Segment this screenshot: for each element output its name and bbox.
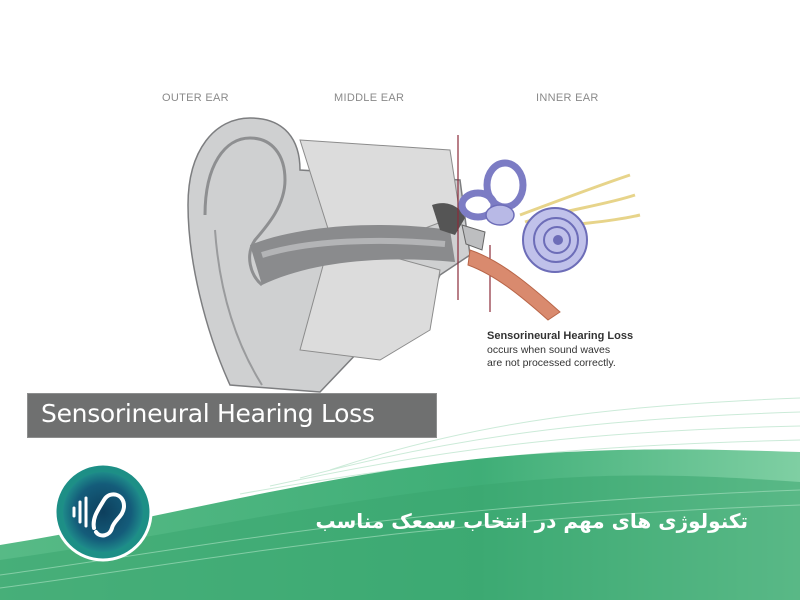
annotation-line-2: are not processed correctly. bbox=[487, 357, 616, 369]
annotation-line-1: occurs when sound waves bbox=[487, 344, 611, 356]
banner-title: تکنولوژی های مهم در انتخاب سمعک مناسب bbox=[315, 509, 748, 533]
hearing-loss-annotation: Sensorineural Hearing Loss occurs when s… bbox=[487, 330, 633, 370]
diagram-caption-bar: Sensorineural Hearing Loss bbox=[27, 393, 437, 438]
diagram-caption-text: Sensorineural Hearing Loss bbox=[41, 399, 375, 428]
inner-ear-label: INNER EAR bbox=[536, 92, 599, 104]
middle-ear bbox=[250, 139, 486, 361]
inner-ear-cochlea bbox=[458, 159, 588, 273]
eustachian-tube bbox=[467, 249, 561, 321]
annotation-title: Sensorineural Hearing Loss bbox=[487, 330, 634, 342]
middle-ear-label: MIDDLE EAR bbox=[334, 92, 405, 104]
outer-ear-label: OUTER EAR bbox=[162, 92, 229, 104]
